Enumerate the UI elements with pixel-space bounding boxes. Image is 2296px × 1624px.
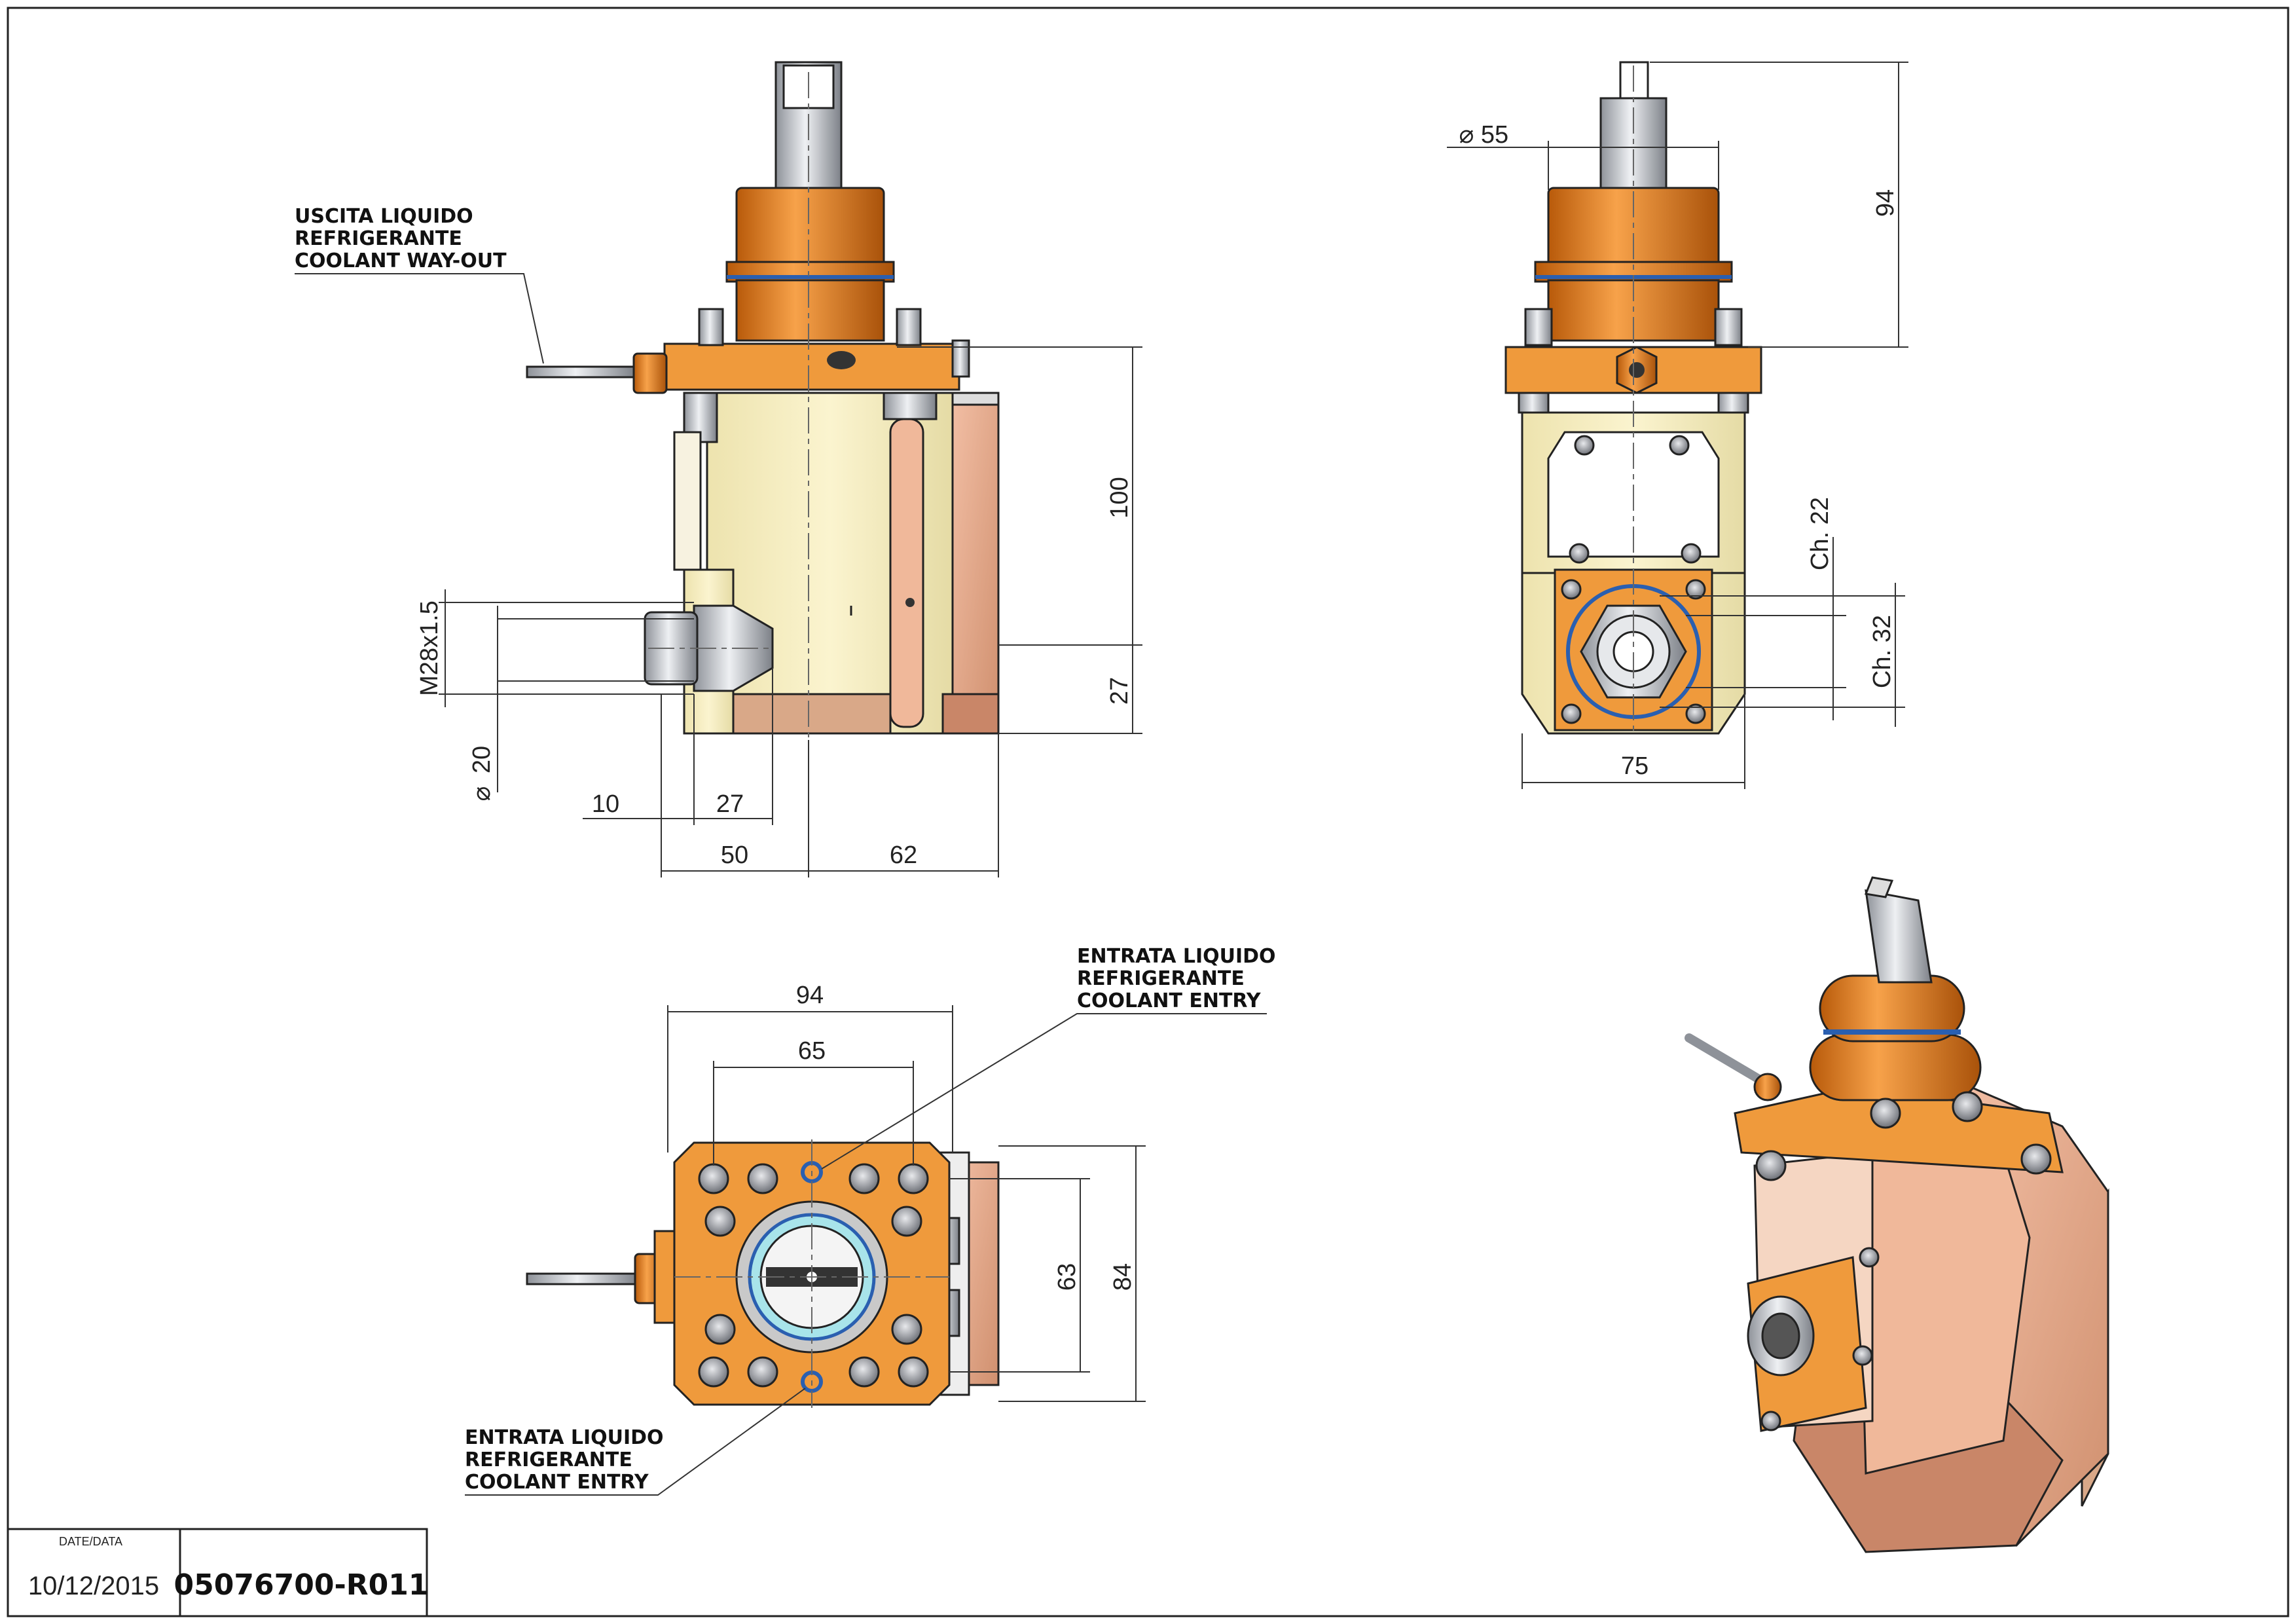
title-block-code: 05076700-R011	[174, 1568, 429, 1602]
dimension-thread: M28x1.5 ⌀ 20	[416, 589, 694, 801]
dimension-75: 75	[1522, 694, 1745, 789]
dim-75-text: 75	[1621, 752, 1649, 780]
front-flange	[663, 342, 960, 391]
dim-27-right-text: 27	[1106, 677, 1133, 705]
dim-ch22-text: Ch. 22	[1806, 497, 1834, 570]
note-coolant-in-top-line3: COOLANT ENTRY	[1077, 989, 1262, 1012]
note-coolant-out-line1: USCITA LIQUIDO	[295, 205, 473, 228]
note-coolant-way-out: USCITA LIQUIDO REFRIGERANTE COOLANT WAY-…	[295, 205, 544, 364]
title-block: DATE/DATA 10/12/2015 05076700-R011	[7, 1528, 429, 1617]
dim-dia20-symbol: ⌀	[468, 786, 496, 802]
dim-63-text: 63	[1053, 1263, 1081, 1291]
dim-62-text: 62	[890, 841, 917, 869]
isometric-view	[1685, 876, 2109, 1553]
dimension-bottom: 10 27 50 62	[583, 668, 999, 877]
end-view: ⌀ 55 94 Ch. 22 Ch. 32 75	[1447, 61, 1908, 789]
dim-dia55-symbol: ⌀	[1459, 121, 1474, 149]
note-coolant-in-top-line2: REFRIGERANTE	[1077, 967, 1245, 990]
top-bolts	[698, 1161, 929, 1393]
dimension-chamfers: Ch. 22 Ch. 32	[1660, 497, 1905, 727]
note-coolant-in-top-line1: ENTRATA LIQUIDO	[1077, 945, 1276, 968]
dim-27-bottom-text: 27	[716, 790, 744, 818]
dimension-94-horizontal: 94	[667, 982, 953, 1153]
front-orange-housing	[735, 187, 885, 268]
dim-ch32-text: Ch. 32	[1868, 615, 1896, 688]
dimension-65: 65	[713, 1037, 914, 1166]
dim-94-vertical-text: 94	[1872, 189, 1899, 217]
note-coolant-in-bottom-line2: REFRIGERANTE	[465, 1449, 632, 1471]
dim-65-text: 65	[798, 1037, 826, 1065]
dim-10-text: 10	[592, 790, 619, 818]
front-view: 100 27 M28x1.5 ⌀ 20 10 27	[295, 61, 1142, 877]
iso-shaft	[1865, 889, 1933, 984]
dim-dia20-text: 20	[468, 746, 496, 773]
dim-100-text: 100	[1106, 477, 1133, 518]
dim-dia55-text: 55	[1481, 121, 1508, 149]
note-coolant-in-bottom-line3: COOLANT ENTRY	[465, 1471, 649, 1494]
dim-84-text: 84	[1109, 1263, 1137, 1291]
note-coolant-entry-top: ENTRATA LIQUIDO REFRIGERANTE COOLANT ENT…	[821, 945, 1276, 1170]
dimension-94-vertical: 94	[1650, 62, 1908, 348]
dim-50-text: 50	[721, 841, 748, 869]
title-block-date-label: DATE/DATA	[59, 1535, 122, 1548]
note-coolant-entry-bottom: ENTRATA LIQUIDO REFRIGERANTE COOLANT ENT…	[465, 1388, 806, 1496]
dimension-100: 100 27	[897, 346, 1142, 734]
front-side-plate	[951, 398, 1000, 735]
note-coolant-in-bottom-line1: ENTRATA LIQUIDO	[465, 1426, 664, 1449]
note-coolant-out-line3: COOLANT WAY-OUT	[295, 249, 507, 272]
dim-m28-text: M28x1.5	[416, 600, 443, 696]
coolant-outlet-pipe	[526, 365, 636, 378]
dimension-63-84: 63 84	[949, 1145, 1146, 1402]
dimension-dia55: ⌀ 55	[1447, 121, 1719, 190]
top-view: 94 65 63 84 ENTRATA LIQUIDO REFRIGERANTE…	[465, 945, 1276, 1496]
dim-94-horizontal-text: 94	[796, 982, 824, 1009]
note-coolant-out-line2: REFRIGERANTE	[295, 227, 462, 250]
sheet-border	[7, 7, 2289, 1617]
title-block-date: 10/12/2015	[28, 1572, 159, 1600]
